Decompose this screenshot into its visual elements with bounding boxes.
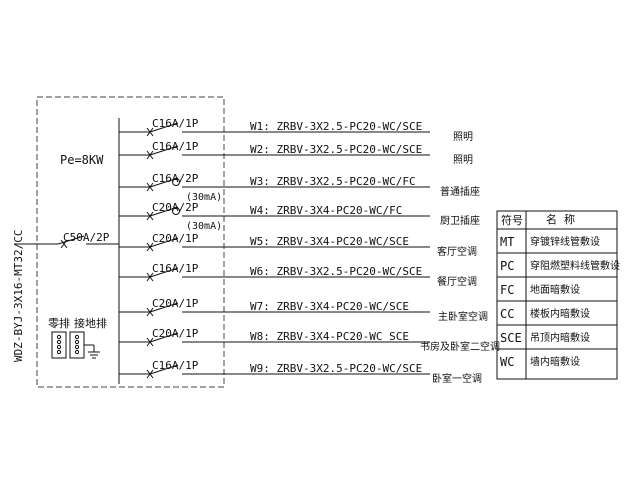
- circuit-use-label: 照明: [453, 131, 473, 143]
- legend-name: 墙内暗敷设: [530, 355, 580, 368]
- cable-label: W8: ZRBV-3X4-PC20-WC SCE: [250, 330, 409, 343]
- circuit-3: C16A/2P(30mA)W3: ZRBV-3X2.5-PC20-WC/FC普通…: [119, 172, 480, 203]
- breaker-contact: [149, 145, 179, 156]
- ground-bar-terminals: [74, 334, 80, 355]
- main-breaker-cross-b: [60, 239, 68, 249]
- incoming-cable-label: WDZ-BYJ-3X16-MT32/CC: [12, 230, 25, 362]
- distribution-box-outline: [36, 96, 225, 388]
- rcd-label: (30mA): [186, 192, 222, 203]
- cable-label: W2: ZRBV-3X2.5-PC20-WC/SCE: [250, 143, 422, 156]
- legend-symbol: MT: [500, 235, 514, 249]
- circuit-use-label: 主卧室空调: [438, 310, 488, 323]
- circuit-use-label: 照明: [453, 154, 473, 166]
- cable-label: W9: ZRBV-3X2.5-PC20-WC/SCE: [250, 362, 422, 375]
- ground-bar-label: 接地排: [74, 316, 107, 330]
- breaker-contact: [149, 332, 179, 343]
- legend-name: 楼板内暗敷设: [530, 307, 590, 320]
- neutral-bar: [51, 331, 67, 359]
- legend-name: 穿阻燃塑料线管敷设: [530, 259, 620, 272]
- legend-table: 符号 名 称 MT 穿镀锌线管敷设 PC 穿阻燃塑料线管敷设 FC 地面暗敷设 CC 楼板内暗…: [496, 210, 620, 380]
- breaker-label: C20A/1P: [152, 232, 199, 245]
- legend-header-symbol: 符号: [501, 214, 523, 227]
- circuit-use-label: 普通插座: [440, 185, 480, 198]
- ground-symbol-icon: [84, 344, 100, 359]
- breaker-label: C16A/1P: [152, 140, 199, 153]
- rcd-icon: [172, 207, 180, 215]
- cable-label: W5: ZRBV-3X4-PC20-WC/SCE: [250, 235, 409, 248]
- breaker-contact: [149, 267, 179, 278]
- breaker-contact: [149, 122, 179, 133]
- main-breaker-contact: [57, 235, 85, 245]
- legend-symbol: WC: [500, 355, 514, 369]
- circuit-8: C20A/1P W8: ZRBV-3X4-PC20-WC SCE 书房及卧室二空调: [119, 327, 500, 353]
- legend-name: 地面暗敷设: [530, 283, 580, 296]
- breaker-label: C16A/1P: [152, 359, 199, 372]
- circuit-2: C16A/1P W2: ZRBV-3X2.5-PC20-WC/SCE 照明: [119, 140, 473, 166]
- legend-symbol: SCE: [500, 331, 522, 345]
- breaker-label: C16A/1P: [152, 117, 199, 130]
- legend-header-name: 名 称: [546, 212, 575, 226]
- circuit-6: C16A/1P W6: ZRBV-3X2.5-PC20-WC/SCE 餐厅空调: [119, 262, 477, 288]
- legend-symbol: CC: [500, 307, 514, 321]
- legend-name: 穿镀锌线管敷设: [530, 235, 600, 248]
- breaker-contact: [149, 364, 179, 375]
- breaker-contact: [149, 237, 179, 248]
- legend-symbol: PC: [500, 259, 514, 273]
- cable-label: W4: ZRBV-3X4-PC20-WC/FC: [250, 204, 402, 217]
- cable-label: W7: ZRBV-3X4-PC20-WC/SCE: [250, 300, 409, 313]
- legend-border: [496, 210, 618, 380]
- cable-label: W3: ZRBV-3X2.5-PC20-WC/FC: [250, 175, 416, 188]
- legend-symbol: FC: [500, 283, 514, 297]
- cable-label: W6: ZRBV-3X2.5-PC20-WC/SCE: [250, 265, 422, 278]
- circuit-use-label: 客厅空调: [437, 245, 477, 258]
- breaker-contact: [149, 302, 179, 313]
- neutral-bar-terminals: [56, 334, 62, 355]
- circuit-9: C16A/1P W9: ZRBV-3X2.5-PC20-WC/SCE 卧室一空调: [119, 359, 482, 385]
- circuit-5: C20A/1P W5: ZRBV-3X4-PC20-WC/SCE 客厅空调: [119, 232, 477, 258]
- breaker-label: C20A/1P: [152, 297, 199, 310]
- circuit-use-label: 厨卫插座: [440, 214, 480, 227]
- main-breaker-label: C50A/2P: [63, 231, 110, 244]
- circuit-use-label: 卧室一空调: [432, 372, 482, 385]
- power-label: Pe=8KW: [60, 153, 104, 167]
- legend-name: 吊顶内暗敷设: [530, 331, 590, 344]
- circuit-7: C20A/1P W7: ZRBV-3X4-PC20-WC/SCE 主卧室空调: [119, 297, 488, 323]
- breaker-label: C20A/1P: [152, 327, 199, 340]
- circuit-use-label: 餐厅空调: [437, 275, 477, 288]
- cable-label: W1: ZRBV-3X2.5-PC20-WC/SCE: [250, 120, 422, 133]
- breaker-label: C16A/1P: [152, 262, 199, 275]
- rcd-label: (30mA): [186, 221, 222, 232]
- circuit-use-label: 书房及卧室二空调: [420, 340, 500, 353]
- circuit-1: C16A/1P W1: ZRBV-3X2.5-PC20-WC/SCE 照明: [119, 117, 473, 143]
- neutral-bar-label: 零排: [48, 316, 70, 330]
- rcd-icon: [172, 178, 180, 186]
